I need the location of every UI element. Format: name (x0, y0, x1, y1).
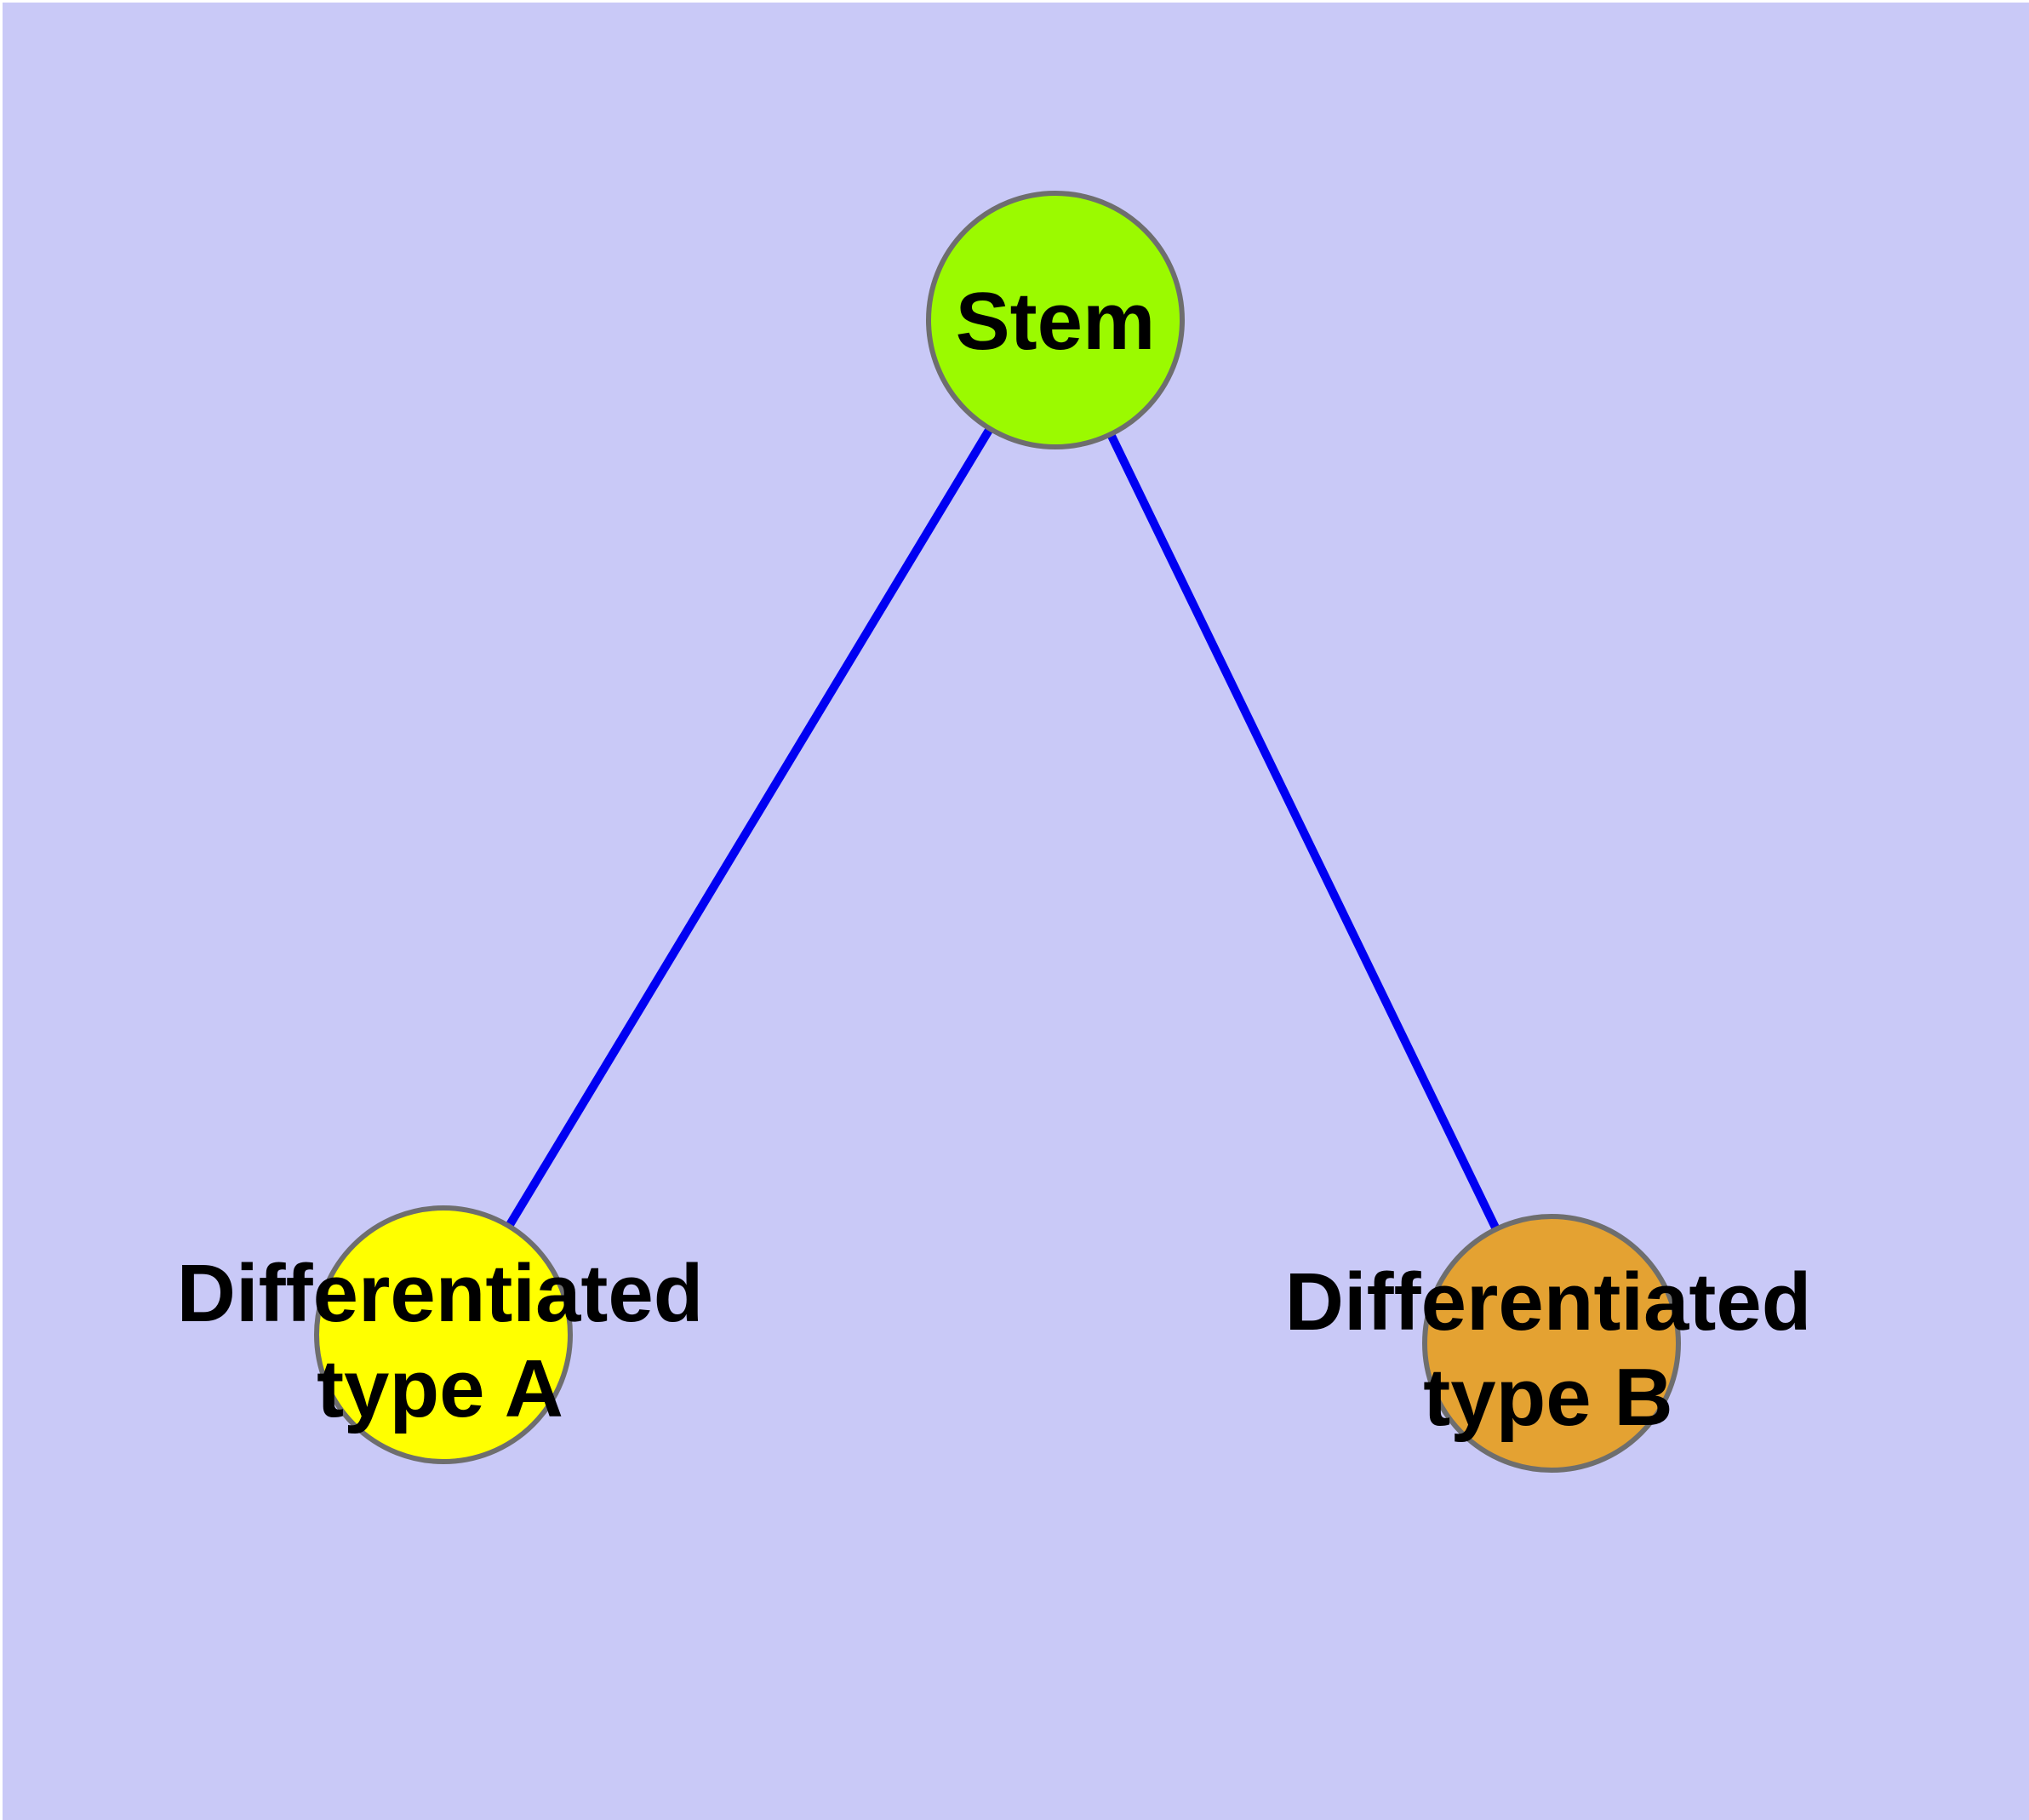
differentiated-type-b-label-line2: type B (1423, 1352, 1673, 1443)
differentiated-type-a-node-circle (314, 1205, 573, 1464)
differentiated-type-b-label-line1: Differentiated (1284, 1256, 1812, 1348)
differentiated-type-b-node-label: Differentiated type B (1285, 1255, 1812, 1445)
differentiated-type-a-label-line2: type A (317, 1343, 563, 1434)
edge-stem-to-type-a (439, 318, 1060, 1337)
stem-node-circle (926, 191, 1185, 449)
differentiated-type-b-node-circle (1422, 1214, 1681, 1473)
edge-stem-to-type-b (1051, 318, 1556, 1346)
network-graph (314, 191, 1681, 1473)
stem-node-label: Stem (955, 276, 1156, 367)
differentiated-type-a-label-line1: Differentiated (176, 1248, 704, 1339)
differentiated-type-a-node-label: Differentiated type A (177, 1246, 704, 1437)
